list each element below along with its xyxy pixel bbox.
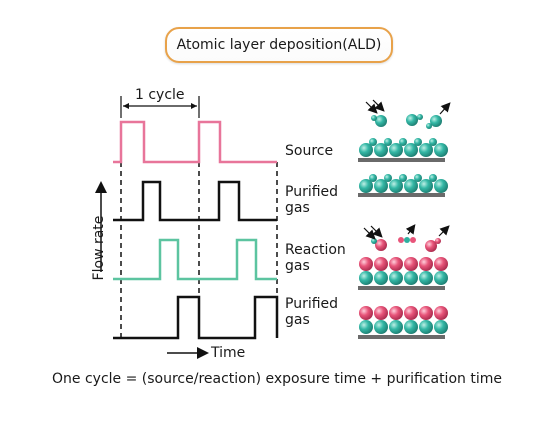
reaction-gas-signal-trace [113, 238, 277, 281]
purified-gas-2-signal-trace [113, 295, 279, 340]
purified-gas-2-label: Purified gas [285, 296, 338, 328]
title-text: Atomic layer deposition(ALD) [176, 37, 382, 53]
incoming-arrow-2 [372, 99, 385, 112]
teal-atom-row [359, 138, 448, 157]
x-axis-label: Time [211, 345, 246, 361]
cycle-bracket-left-arrow [123, 103, 129, 109]
purified-gas-1-label: Purified gas [285, 184, 338, 216]
outgoing-arrow-3 [438, 225, 450, 237]
reaction-gas-label-line-1: Reaction [285, 242, 346, 258]
purified-gas-2-label-line-1: Purified [285, 296, 339, 312]
reactant-molecule-1 [375, 239, 387, 251]
reaction-step-illustration [358, 224, 450, 290]
cycle-bracket-right-arrow [191, 103, 197, 109]
reaction-gas-label: Reaction gas [285, 242, 346, 274]
purified-gas-1-label-line-2: gas [285, 200, 310, 216]
precursor-molecule-3 [430, 115, 442, 127]
y-axis-label: Flow rate [91, 216, 107, 281]
source-label: Source [285, 143, 333, 159]
precursor-molecule-1 [375, 115, 387, 127]
reaction-gas-label-line-2: gas [285, 258, 310, 274]
precursor-molecule-2 [406, 114, 418, 126]
purified-gas-1-signal-trace [113, 180, 277, 222]
source-label-line-1: Source [285, 143, 334, 159]
title-badge: Atomic layer deposition(ALD) [165, 27, 393, 63]
cycle-bracket [120, 96, 200, 118]
reactant-molecule-2 [425, 240, 437, 252]
cycle-formula-caption: One cycle = (source/reaction) exposure t… [52, 371, 502, 387]
incoming-arrow-4 [370, 225, 383, 238]
source-step-illustration [358, 99, 451, 162]
outgoing-arrow-2 [405, 224, 416, 235]
incoming-arrow-1 [365, 101, 378, 114]
outgoing-arrow-1 [439, 102, 451, 115]
purge-step-2-illustration [358, 306, 448, 339]
cycle-label: 1 cycle [135, 87, 185, 103]
incoming-arrow-3 [363, 227, 376, 240]
purge-step-1-illustration [358, 174, 448, 197]
purified-gas-2-label-line-2: gas [285, 312, 310, 328]
source-signal-trace [113, 120, 277, 164]
purified-gas-1-label-line-1: Purified [285, 184, 339, 200]
